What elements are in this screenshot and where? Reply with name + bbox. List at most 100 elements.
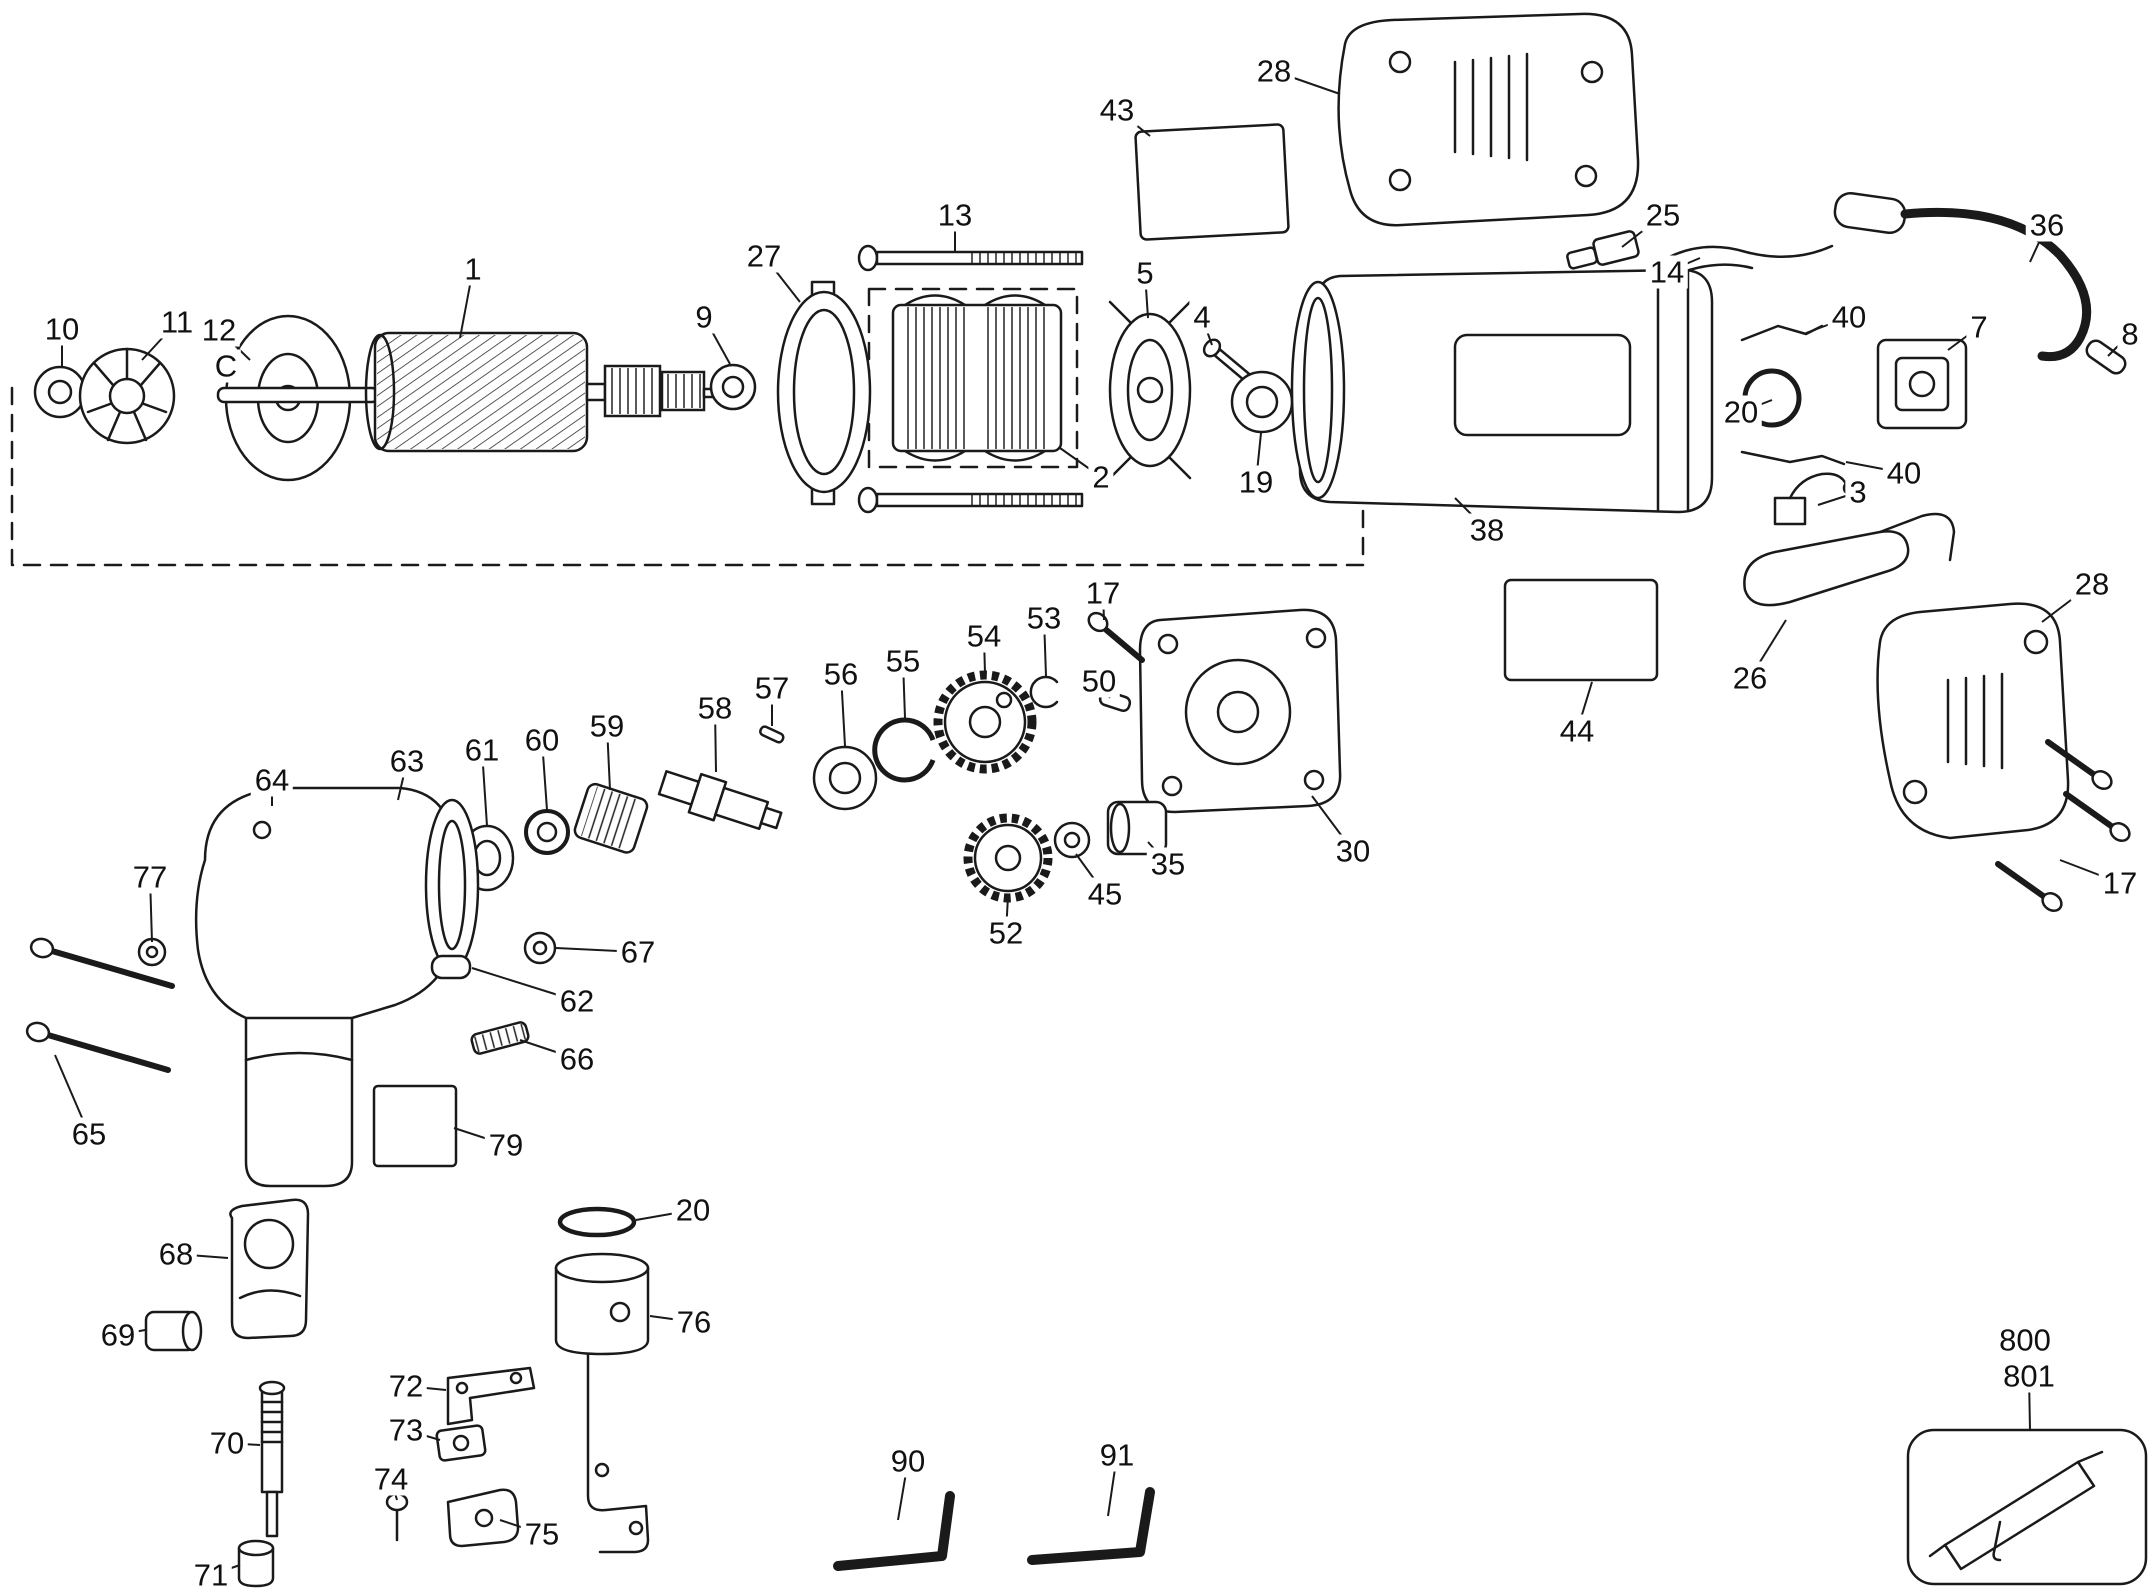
part-19-bearing: [1230, 370, 1294, 434]
leader-line-54: [983, 635, 986, 675]
part-67-washer: [523, 931, 557, 965]
part-77-washer: [137, 937, 167, 967]
leader-line-17-mid: [1102, 592, 1105, 621]
leader-line-56: [840, 673, 846, 747]
leader-line-11: [141, 321, 178, 361]
part-91-hex-key: [1027, 1487, 1155, 1565]
leader-line-69: [117, 1329, 146, 1336]
part-57-key: [759, 725, 785, 744]
part-74-screw: [385, 1492, 409, 1542]
leader-line-45: [1075, 853, 1106, 895]
leader-line-79: [453, 1127, 507, 1146]
part-40-lower-brush-clip: [1740, 450, 1846, 466]
part-10-washer: [33, 365, 87, 419]
part-20-oring-bottom: [557, 1206, 637, 1238]
part-35-spacer: [1106, 800, 1168, 856]
leader-line-2: [1059, 447, 1102, 478]
assembly-boundary-dashed: [10, 386, 1365, 567]
leader-line-28-right: [2041, 583, 2093, 623]
leader-line-40-lower: [1845, 461, 1905, 474]
leader-line-1: [459, 268, 474, 339]
part-56-bearing: [812, 745, 878, 811]
leader-line-17-right: [2059, 859, 2121, 884]
leader-line-76: [649, 1315, 695, 1323]
leader-line-62: [471, 967, 578, 1002]
part-90-hex-key: [833, 1491, 955, 1571]
leader-line-77: [149, 876, 153, 943]
part-17-mid-screw: [1087, 611, 1145, 663]
leader-line-67: [555, 947, 639, 953]
leader-line-55: [902, 660, 906, 719]
leader-line-60: [541, 739, 548, 811]
part-36-cord: [1833, 191, 2092, 362]
part-11-fan: [78, 347, 176, 445]
part-63-cover-face: [424, 798, 480, 972]
leader-line-27: [763, 255, 801, 303]
leader-line-90: [897, 1460, 909, 1521]
part-62-pin: [430, 954, 472, 980]
part-70-depth-rod: [258, 1380, 286, 1538]
leader-line-72: [405, 1385, 447, 1391]
part-30-gearcase-cover: [1138, 608, 1342, 814]
part-7-switch: [1876, 338, 1968, 430]
part-28-top-housing: [1337, 12, 1640, 227]
part-73-block: [435, 1424, 487, 1462]
part-75-block: [446, 1488, 520, 1548]
leader-line-19: [1255, 432, 1262, 483]
leader-line-9: [703, 316, 731, 365]
part-3-brush: [1773, 472, 1858, 526]
part-76-cylinder: [554, 1252, 650, 1554]
part-40-upper-brush-clip: [1740, 324, 1824, 342]
part-43-nameplate: [1134, 123, 1290, 241]
leader-line-71: [210, 1564, 241, 1576]
leader-line-4: [1201, 316, 1213, 346]
leader-line-801: [2028, 1375, 2031, 1431]
leader-line-59: [606, 725, 611, 791]
leader-line-8: [2107, 333, 2131, 357]
leader-line-43: [1116, 109, 1151, 137]
part-20-oring-right: [1742, 368, 1802, 428]
leader-line-5: [1144, 272, 1149, 319]
leader-line-40-upper: [1805, 316, 1850, 334]
leader-line-66: [519, 1039, 578, 1060]
part-72-bracket: [446, 1366, 536, 1426]
leader-line-44: [1576, 681, 1593, 732]
leader-line-73: [405, 1429, 441, 1441]
part-45-washer: [1053, 821, 1091, 859]
part-17-right-screws: [1995, 739, 2131, 912]
part-26-trigger: [1743, 512, 1956, 607]
part-69-pin: [144, 1310, 203, 1352]
leader-line-26: [1749, 619, 1787, 679]
leader-line-68: [175, 1253, 229, 1259]
part-53-retaining-ring: [1029, 675, 1059, 709]
part-71-cap: [237, 1539, 275, 1588]
part-50-pin: [1098, 690, 1132, 712]
leader-line-58: [714, 707, 717, 773]
part-60-ring: [524, 809, 570, 855]
part-58-spindle: [657, 770, 783, 831]
part-25-connector: [1566, 230, 1640, 270]
part-8-cord-protector: [2085, 339, 2127, 375]
part-27-baffle-ring: [776, 280, 872, 506]
part-28-right-housing: [1876, 602, 2070, 840]
part-1-armature: [216, 331, 724, 453]
leader-line-91: [1107, 1454, 1118, 1517]
part-65-screws: [25, 937, 175, 1073]
leader-line-61: [481, 749, 488, 827]
leader-line-65: [54, 1054, 90, 1135]
part-68-socket-retainer: [229, 1198, 310, 1340]
part-54-gear: [933, 670, 1037, 774]
part-52-gear: [963, 813, 1053, 903]
part-2-field: [891, 294, 1063, 462]
leader-line-30: [1311, 795, 1354, 852]
part-59-needle-bearing: [573, 782, 649, 854]
leader-line-28-top: [1273, 70, 1341, 95]
leader-line-20-bottom: [635, 1209, 694, 1221]
part-55-retaining-ring: [872, 717, 936, 783]
part-44-nameplate: [1503, 578, 1659, 682]
leader-line-70: [226, 1442, 261, 1446]
part-800-801-kit-box: [1906, 1428, 2148, 1586]
part-66-setscrew: [470, 1021, 530, 1055]
